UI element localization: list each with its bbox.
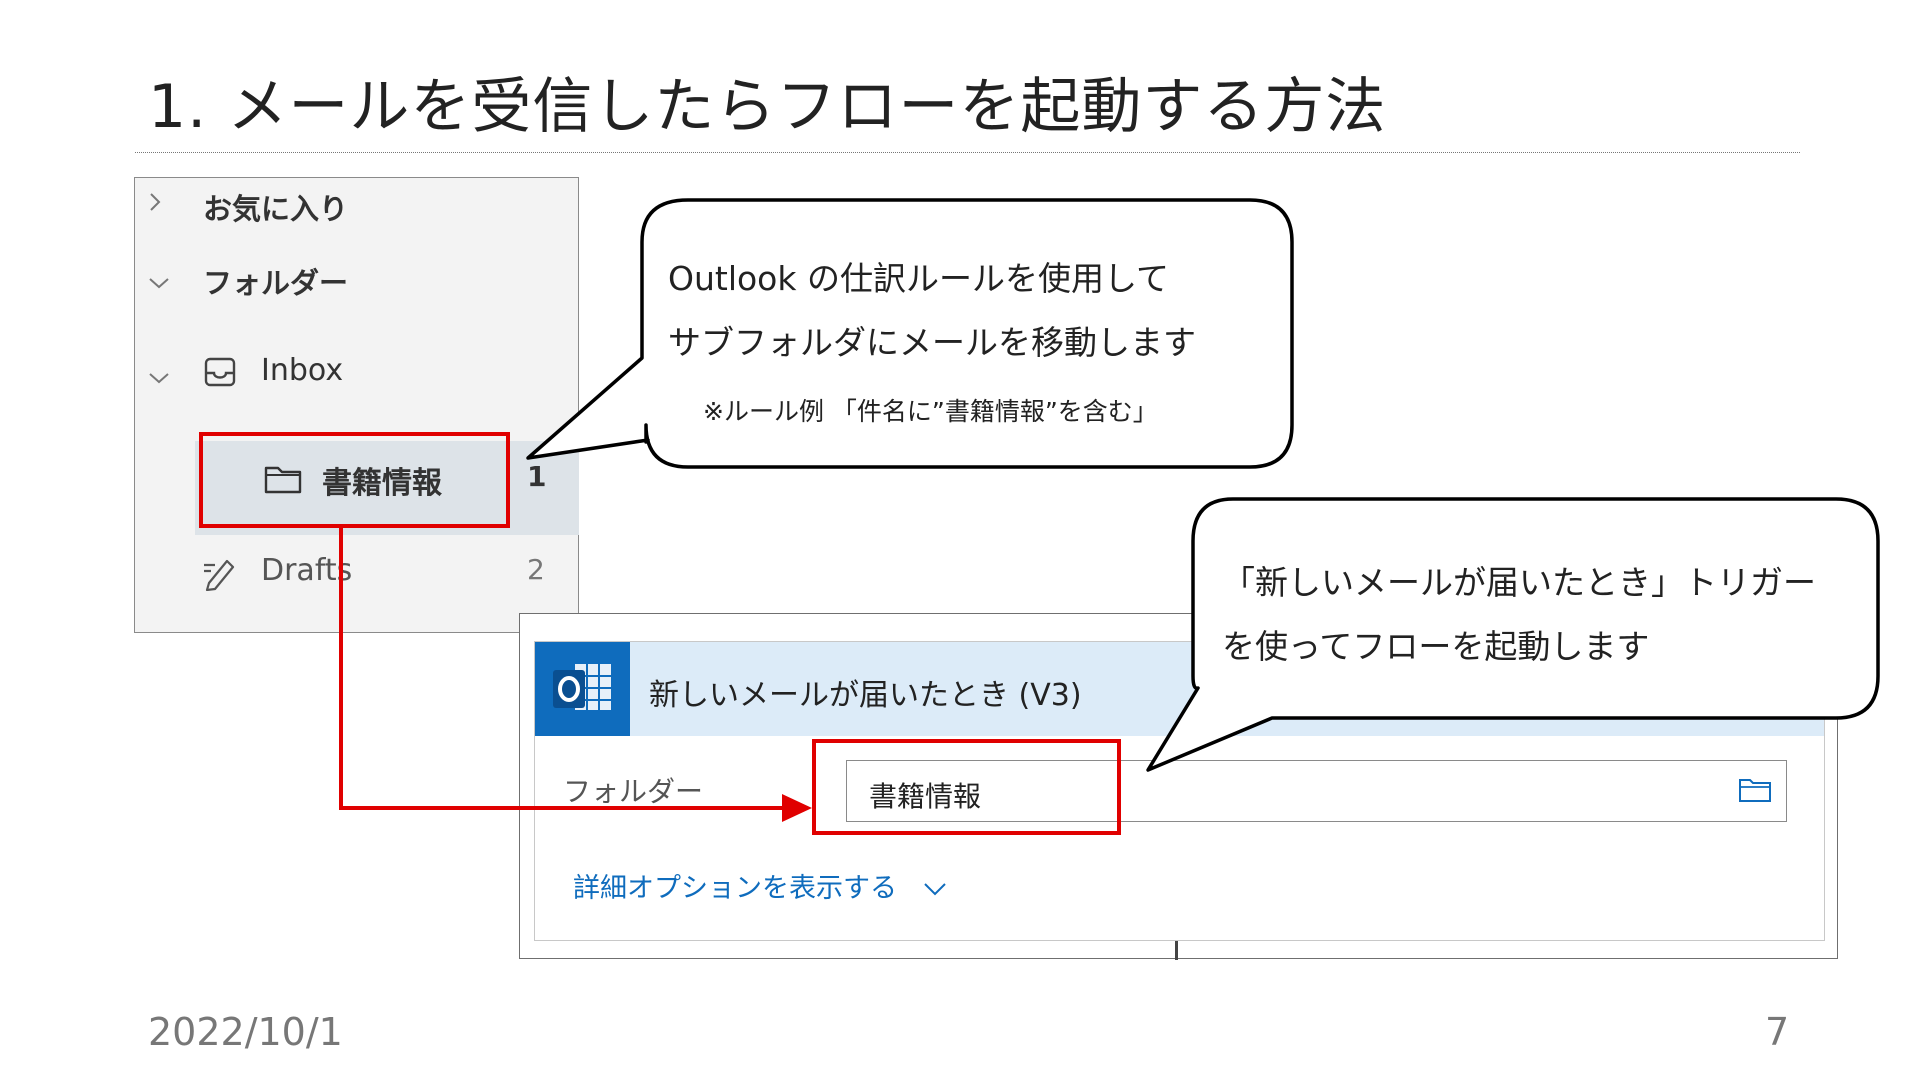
advanced-options-label: 詳細オプションを表示する — [573, 873, 897, 904]
outlook-folder-pane: お気に入り フォルダー Inbox 書籍情報 1 Drafts 2 — [134, 177, 579, 633]
drafts-count: 2 — [527, 553, 545, 586]
subfolder-row[interactable]: 書籍情報 1 — [135, 460, 578, 520]
subfolder-highlight-box — [199, 432, 510, 528]
folder-field-input[interactable]: 書籍情報 — [846, 760, 1787, 822]
folders-row[interactable]: フォルダー — [135, 258, 578, 318]
inbox-icon — [203, 355, 237, 393]
folder-field-label: フォルダー — [563, 775, 704, 808]
selected-folder-highlight — [195, 441, 579, 535]
trigger-title: 新しいメールが届いたとき (V3) — [649, 678, 1082, 713]
folder-field-value: 書籍情報 — [869, 780, 982, 813]
folder-field-highlight-box — [812, 739, 1121, 835]
drafts-row[interactable]: Drafts 2 — [135, 553, 578, 613]
chevron-down-icon[interactable] — [147, 272, 171, 297]
favorites-row[interactable]: お気に入り — [135, 178, 578, 238]
subfolder-label: 書籍情報 — [322, 466, 442, 501]
callout-rule-note: ※ルール例 「件名に”書籍情報”を含む」 — [703, 397, 1158, 426]
callout-trigger-line2: を使ってフローを起動します — [1222, 627, 1650, 666]
chevron-down-icon[interactable] — [147, 367, 171, 392]
flow-connector-line — [1175, 941, 1178, 960]
inbox-row[interactable]: Inbox — [135, 353, 578, 413]
chevron-down-icon — [923, 883, 946, 896]
show-advanced-options-link[interactable]: 詳細オプションを表示する — [573, 866, 948, 905]
inbox-label: Inbox — [261, 353, 344, 388]
page-number: 7 — [1765, 1010, 1790, 1054]
favorites-label: お気に入り — [203, 192, 349, 226]
outlook-icon — [535, 642, 630, 736]
folder-icon — [263, 460, 303, 500]
callout-rule-line1: Outlook の仕訳ルールを使用して — [668, 259, 1169, 298]
callout-rule-line2: サブフォルダにメールを移動します — [668, 323, 1196, 362]
title-divider — [135, 152, 1800, 153]
subfolder-unread-count: 1 — [527, 460, 547, 493]
folders-label: フォルダー — [203, 266, 349, 300]
callout-trigger-line1: 「新しいメールが届いたとき」トリガー — [1222, 563, 1816, 602]
drafts-label: Drafts — [261, 553, 353, 588]
folder-picker-icon[interactable] — [1738, 775, 1772, 807]
footer-date: 2022/10/1 — [148, 1010, 343, 1054]
slide-title: 1. メールを受信したらフローを起動する方法 — [148, 72, 1387, 142]
chevron-right-icon[interactable] — [147, 190, 163, 220]
drafts-pencil-icon — [201, 553, 241, 595]
